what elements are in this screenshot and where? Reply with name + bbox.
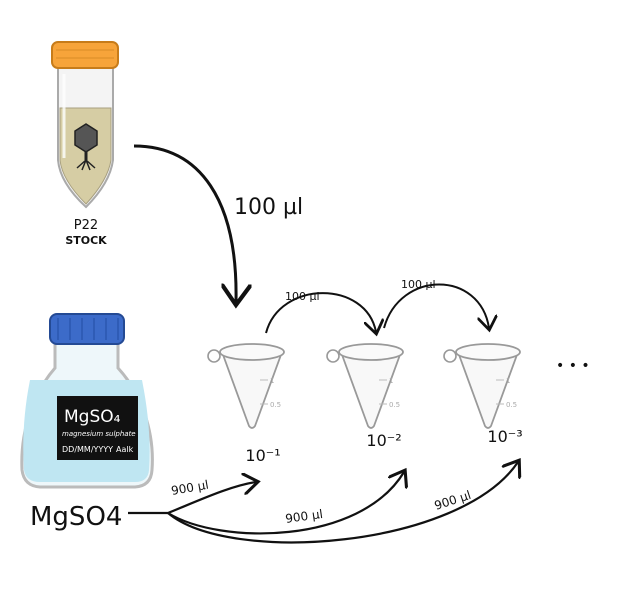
volume-900-3: 900 µl <box>433 488 473 513</box>
tube-mark-label: 0.5 <box>270 401 281 409</box>
main-transfer-arrow <box>133 144 236 302</box>
dilution-label-3: 10⁻³ <box>487 427 522 446</box>
label-title: MgSO₄ <box>64 407 121 427</box>
tube-mark-label: 1 <box>270 377 274 385</box>
transfer-arrow-2-3 <box>383 283 489 329</box>
tube-mark-label: 1 <box>506 377 510 385</box>
tube-mark-label: 0.5 <box>506 401 517 409</box>
tube-body <box>456 351 520 429</box>
transfer-volume-2: 100 µl <box>401 278 436 291</box>
stock-sub-label: STOCK <box>65 234 107 247</box>
dilution-tube-3: 10.5 <box>443 343 521 429</box>
dilution-label-2: 10⁻² <box>366 431 401 450</box>
mgso4-arrow-1 <box>128 482 256 515</box>
bottle-cap <box>49 313 125 345</box>
label-initials: Aalk <box>116 445 134 454</box>
bottle-label <box>57 396 138 460</box>
volume-900-2: 900 µl <box>284 507 323 526</box>
transfer-volume-1: 100 µl <box>285 290 320 303</box>
phage-icon <box>74 123 98 171</box>
stock-name: P22 <box>74 218 98 233</box>
dilution-tube-2: 10.5 <box>326 343 404 429</box>
dilution-tube-1: 10.5 <box>207 343 285 429</box>
tube-cap-loop <box>207 349 221 363</box>
label-subtitle: magnesium sulphate <box>62 430 136 438</box>
tube-cap-loop <box>326 349 340 363</box>
tube-rim <box>338 343 404 361</box>
mgso4-arrow-3 <box>167 462 518 544</box>
tube-cap-loop <box>443 349 457 363</box>
tube-rim <box>219 343 285 361</box>
tubes: 10.510.510.5 <box>207 343 521 429</box>
p22-stock-tube <box>51 41 119 209</box>
tube-mark-label: 0.5 <box>389 401 400 409</box>
label-date: DD/MM/YYYY <box>62 445 113 454</box>
transfer-arrow-1-2 <box>265 292 376 333</box>
tube-mark-label: 1 <box>389 377 393 385</box>
dilution-label-1: 10⁻¹ <box>245 446 280 465</box>
mgso4-bottle: MgSO₄ magnesium sulphate DD/MM/YYYY Aalk <box>20 313 154 489</box>
mgso4-arrow-2 <box>167 472 404 535</box>
continuation-ellipsis: • • • <box>556 358 590 374</box>
tube-rim <box>455 343 521 361</box>
tube-body <box>220 351 284 429</box>
bottle-caption: MgSO4 <box>30 502 122 532</box>
main-transfer-volume: 100 µl <box>234 195 303 220</box>
volume-900-1: 900 µl <box>170 478 210 498</box>
tube-body <box>339 351 403 429</box>
tube-cap <box>51 41 119 69</box>
